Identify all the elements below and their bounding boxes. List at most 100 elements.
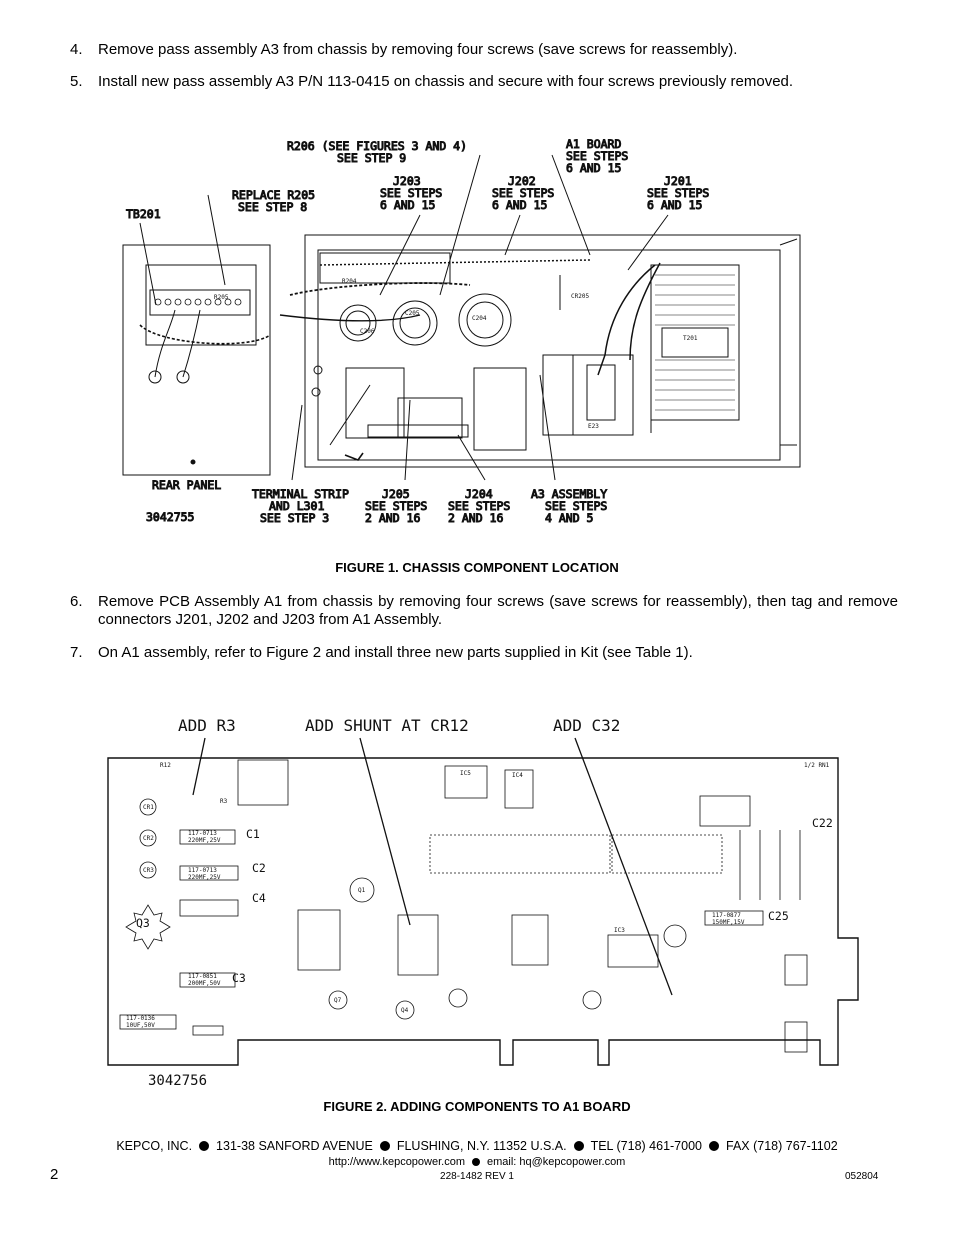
label-c3-value: 200MF,50V xyxy=(188,980,221,987)
label-ic3: IC3 xyxy=(614,927,625,934)
bullet-icon xyxy=(472,1158,480,1166)
svg-text:A1 BOARD: A1 BOARD xyxy=(566,137,621,151)
label-c3: C3 xyxy=(232,971,246,985)
callout-add-r3: ADD R3 xyxy=(178,716,236,735)
document-number: 228-1482 REV 1 xyxy=(440,1171,514,1182)
callout-j205: J205 SEE STEPS 2 AND 16 xyxy=(365,487,428,526)
callout-r205: REPLACE R205 SEE STEP 8 xyxy=(232,188,316,215)
svg-text:SEE STEPS: SEE STEPS xyxy=(448,499,510,513)
label-c22: C22 xyxy=(812,816,833,830)
pcb-outline xyxy=(107,757,859,1066)
label-c2: C2 xyxy=(252,861,266,875)
svg-text:SEE STEPS: SEE STEPS xyxy=(365,499,427,513)
callout-tb201: TB201 xyxy=(126,207,161,221)
svg-text:J204: J204 xyxy=(465,487,493,501)
step-5: 5. Install new pass assembly A3 P/N 113-… xyxy=(70,73,898,91)
svg-text:REPLACE R205: REPLACE R205 xyxy=(232,188,315,202)
svg-text:SEE STEPS: SEE STEPS xyxy=(492,186,554,200)
callout-rear-panel: REAR PANEL xyxy=(152,478,221,492)
step-number: 6. xyxy=(70,593,83,610)
figure-1-caption: FIGURE 1. CHASSIS COMPONENT LOCATION xyxy=(335,560,619,575)
svg-text:J203: J203 xyxy=(393,174,421,188)
callout-a3-assembly: A3 ASSEMBLY SEE STEPS 4 AND 5 xyxy=(531,487,608,526)
rear-panel xyxy=(122,244,271,476)
label-c8-value: 10UF,50V xyxy=(126,1022,155,1029)
svg-text:J205: J205 xyxy=(382,487,410,501)
label-r204: R204 xyxy=(342,278,357,285)
footer-address: 131-38 SANFORD AVENUE xyxy=(216,1139,373,1153)
figure-2-drawing-number: 3042756 xyxy=(148,1073,207,1089)
label-c8-part: 117-0136 xyxy=(126,1015,155,1022)
label-q1: Q1 xyxy=(358,887,366,894)
callout-r206: R206 (SEE FIGURES 3 AND 4) SEE STEP 9 xyxy=(287,139,468,166)
callout-add-shunt-cr12: ADD SHUNT AT CR12 xyxy=(305,716,469,735)
svg-text:6 AND 15: 6 AND 15 xyxy=(380,198,435,212)
step-text: Install new pass assembly A3 P/N 113-041… xyxy=(98,73,794,90)
label-ic5: IC5 xyxy=(460,770,471,777)
callout-j204: J204 SEE STEPS 2 AND 16 xyxy=(448,487,511,526)
label-r205: R205 xyxy=(214,294,229,301)
step-7: 7. On A1 assembly, refer to Figure 2 and… xyxy=(70,644,898,662)
label-c3-part: 117-0851 xyxy=(188,973,217,980)
svg-text:TERMINAL STRIP: TERMINAL STRIP xyxy=(252,487,349,501)
callout-j201: J201 SEE STEPS 6 AND 15 xyxy=(647,174,710,213)
svg-text:4 AND 5: 4 AND 5 xyxy=(545,511,593,525)
step-text: Remove pass assembly A3 from chassis by … xyxy=(98,41,738,58)
label-cr1: CR1 xyxy=(143,804,154,811)
svg-text:R206 (SEE FIGURES 3 AND 4): R206 (SEE FIGURES 3 AND 4) xyxy=(287,139,467,153)
footer-tel: TEL (718) 461-7000 xyxy=(590,1139,702,1153)
chassis-outline xyxy=(304,234,801,468)
footer-city: FLUSHING, N.Y. 11352 U.S.A. xyxy=(396,1139,567,1153)
label-q3: Q3 xyxy=(136,916,150,930)
footer-company: KEPCO, INC. xyxy=(116,1139,193,1153)
document-code: 052804 xyxy=(845,1171,879,1182)
svg-text:6 AND 15: 6 AND 15 xyxy=(566,161,621,175)
label-r3: R3 xyxy=(220,798,228,805)
callout-j202: J202 SEE STEPS 6 AND 15 xyxy=(492,174,555,213)
label-c1-value: 220MF,25V xyxy=(188,837,221,844)
footer-website-link[interactable]: http://www.kepcopower.com xyxy=(328,1156,465,1168)
step-text: Remove PCB Assembly A1 from chassis by r… xyxy=(98,593,898,628)
bullet-icon xyxy=(379,1141,390,1151)
label-cr3: CR3 xyxy=(143,867,154,874)
label-c1: C1 xyxy=(246,827,260,841)
footer-fax: FAX (718) 767-1102 xyxy=(726,1139,838,1153)
label-c206: C206 xyxy=(360,328,375,335)
bullet-icon xyxy=(199,1141,210,1151)
callout-terminal-strip: TERMINAL STRIP AND L301 SEE STEP 3 xyxy=(252,487,350,526)
step-4: 4. Remove pass assembly A3 from chassis … xyxy=(70,41,898,59)
figure-1-chassis-drawing: R206 (SEE FIGURES 3 AND 4) SEE STEP 9 A1… xyxy=(122,137,801,526)
svg-text:A3 ASSEMBLY: A3 ASSEMBLY xyxy=(531,487,607,501)
label-c2-value: 220MF,25V xyxy=(188,874,221,881)
label-c4: C4 xyxy=(252,891,266,905)
callout-add-c32: ADD C32 xyxy=(553,716,620,735)
figure-1-drawing-number: 3042755 xyxy=(146,510,194,524)
footer-contact-line: KEPCO, INC. 131-38 SANFORD AVENUE FLUSHING… xyxy=(0,1139,954,1153)
footer-email-link[interactable]: email: hq@kepcopower.com xyxy=(487,1156,626,1168)
label-c205: C205 xyxy=(405,310,420,317)
svg-text:SEE STEP 8: SEE STEP 8 xyxy=(238,200,307,214)
figure-2-caption: FIGURE 2. ADDING COMPONENTS TO A1 BOARD xyxy=(323,1099,631,1114)
label-c25: C25 xyxy=(768,909,789,923)
transformer-t201 xyxy=(650,264,740,421)
label-c25-part: 117-0877 xyxy=(712,912,741,919)
svg-text:2 AND 16: 2 AND 16 xyxy=(365,511,420,525)
label-ic4: IC4 xyxy=(512,772,523,779)
label-c2-part: 117-0713 xyxy=(188,867,217,874)
svg-text:SEE STEP 9: SEE STEP 9 xyxy=(337,151,406,165)
page-number: 2 xyxy=(50,1166,59,1183)
svg-text:SEE STEPS: SEE STEPS xyxy=(566,149,628,163)
label-cr2: CR2 xyxy=(143,835,154,842)
svg-text:SEE STEP 3: SEE STEP 3 xyxy=(260,511,329,525)
label-rn1: 1/2 RN1 xyxy=(804,762,830,769)
label-c204: C204 xyxy=(472,315,487,322)
svg-text:SEE STEPS: SEE STEPS xyxy=(647,186,709,200)
svg-text:6 AND 15: 6 AND 15 xyxy=(647,198,702,212)
label-cr205: CR205 xyxy=(571,293,589,300)
step-number: 7. xyxy=(70,644,83,661)
step-number: 5. xyxy=(70,73,83,90)
label-c1-part: 117-0713 xyxy=(188,830,217,837)
label-q7: Q7 xyxy=(334,997,342,1004)
svg-text:J202: J202 xyxy=(508,174,536,188)
step-6: 6. Remove PCB Assembly A1 from chassis b… xyxy=(70,593,898,629)
